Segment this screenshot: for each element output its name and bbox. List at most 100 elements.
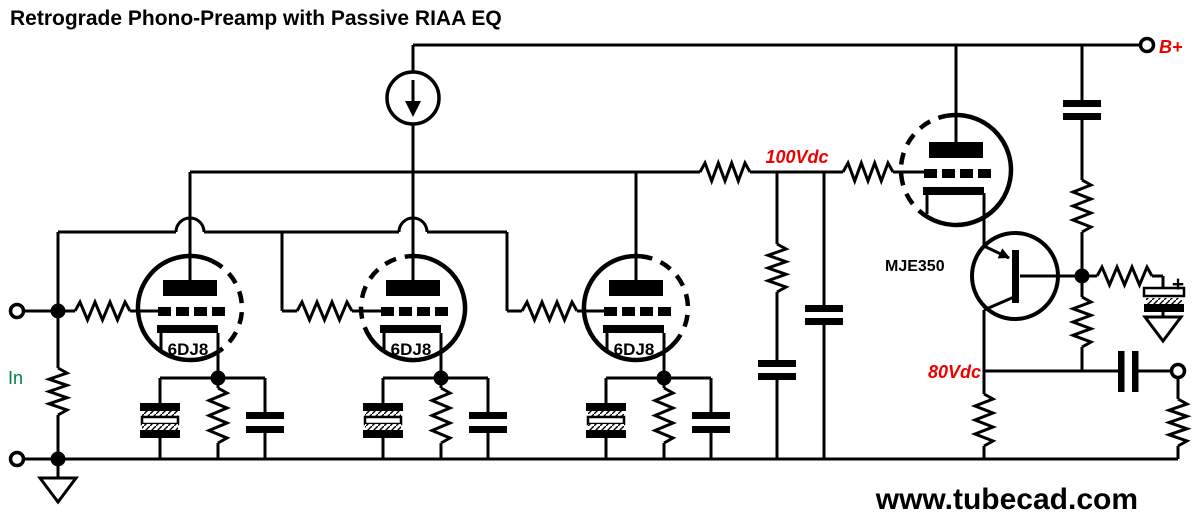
current-source-icon: [385, 70, 441, 126]
capacitor-plate: [363, 430, 403, 438]
transistor-base-bar: [1012, 250, 1019, 303]
junction-dot: [1074, 268, 1090, 284]
tube2-label: 6DJ8: [391, 340, 432, 359]
input-ground-terminal: [8, 450, 26, 468]
tube-grid-dash: [658, 307, 671, 316]
resistor: [1068, 295, 1096, 349]
wire: [174, 216, 206, 233]
resistor: [428, 386, 454, 445]
battery-hatch: [588, 411, 624, 417]
wire: [983, 295, 1015, 312]
capacitor-plate: [246, 426, 284, 433]
tube-grid-dash: [176, 307, 189, 316]
capacitor-plate: [586, 430, 626, 438]
capacitor-plate: [1144, 304, 1184, 312]
resistor: [841, 158, 895, 186]
coupling-cap-plate: [1118, 351, 1125, 392]
electrolytic-plate: [1142, 286, 1186, 298]
capacitor-plate: [140, 403, 180, 411]
tube-envelope: [135, 253, 222, 363]
battery-hatch: [142, 424, 178, 430]
capacitor-plate: [758, 373, 796, 380]
capacitor-plate: [1063, 113, 1101, 120]
resistor: [1068, 178, 1096, 234]
tube-plate: [609, 280, 663, 296]
node-100v-label: 100Vdc: [765, 147, 828, 167]
capacitor-plate: [805, 305, 843, 312]
battery-plate: [586, 415, 626, 426]
ground-icon: [37, 476, 79, 505]
battery-hatch: [365, 411, 401, 417]
resistor: [1164, 397, 1192, 448]
resistor: [970, 392, 998, 448]
output-cap-plus-label: +: [1172, 273, 1184, 296]
tube-envelope-dashed: [358, 253, 409, 340]
capacitor-plate: [363, 403, 403, 411]
tube-grid-dash: [978, 169, 991, 178]
tube-cathode: [923, 187, 984, 195]
junction-dot: [50, 451, 66, 467]
tube-envelope: [581, 253, 678, 363]
battery-hatch: [365, 424, 401, 430]
tube-grid-dash: [381, 307, 394, 316]
tube-grid-dash: [622, 307, 635, 316]
capacitor-plate: [469, 426, 507, 433]
transistor-emitter-arrow: [997, 248, 1010, 259]
battery-hatch: [142, 411, 178, 417]
tube-grid-dash: [417, 307, 430, 316]
tube-plate: [163, 280, 217, 296]
tube-grid-dash: [435, 307, 448, 316]
input-label: In: [8, 368, 23, 388]
b-plus-label: B+: [1159, 37, 1183, 57]
resistor: [295, 298, 354, 324]
battery-plate: [363, 415, 403, 426]
input-terminal: [8, 302, 26, 320]
resistor: [1095, 263, 1154, 289]
ground-icon: [1142, 315, 1184, 344]
tube3-label: 6DJ8: [614, 340, 655, 359]
capacitor-plate: [1063, 100, 1101, 107]
capacitor-plate: [692, 426, 730, 433]
transistor-label: MJE350: [885, 258, 945, 275]
tube-grid-dash: [158, 307, 171, 316]
tube-cathode: [603, 325, 664, 333]
tube-plate: [386, 280, 440, 296]
capacitor-plate: [586, 403, 626, 411]
tube-grid-dash: [194, 307, 207, 316]
wire: [397, 216, 429, 233]
capacitor-plate: [805, 318, 843, 325]
tube-grid-dash: [212, 307, 225, 316]
tube-grid-dash: [942, 169, 955, 178]
capacitor-plate: [140, 430, 180, 438]
tube-cathode: [380, 325, 441, 333]
capacitor-plate: [692, 412, 730, 419]
battery-hatch: [588, 424, 624, 430]
tube-grid-dash: [960, 169, 973, 178]
tube-envelope-dashed: [211, 258, 245, 353]
resistor: [763, 242, 791, 294]
current-source-arrow: [405, 101, 421, 117]
resistor: [651, 386, 677, 445]
tube-cathode: [157, 325, 218, 333]
tube-grid-dash: [399, 307, 412, 316]
tube-envelope: [927, 112, 1014, 228]
schematic-title: Retrograde Phono-Preamp with Passive RIA…: [10, 7, 502, 30]
resistor: [44, 366, 72, 417]
resistor: [698, 158, 752, 186]
capacitor-plate: [469, 412, 507, 419]
b-plus-terminal: [1138, 36, 1156, 54]
tube-envelope: [368, 253, 468, 363]
tube-plate: [929, 142, 983, 158]
output-terminal: [1169, 362, 1187, 380]
capacitor-plate: [246, 412, 284, 419]
tube-envelope-dashed: [898, 113, 947, 220]
resistor: [520, 298, 579, 324]
tube-grid-dash: [604, 307, 617, 316]
node-80v-label: 80Vdc: [928, 362, 981, 382]
resistor: [205, 386, 231, 445]
junction-dot: [50, 303, 66, 319]
website-label: www.tubecad.com: [875, 483, 1138, 516]
capacitor-plate: [758, 360, 796, 367]
